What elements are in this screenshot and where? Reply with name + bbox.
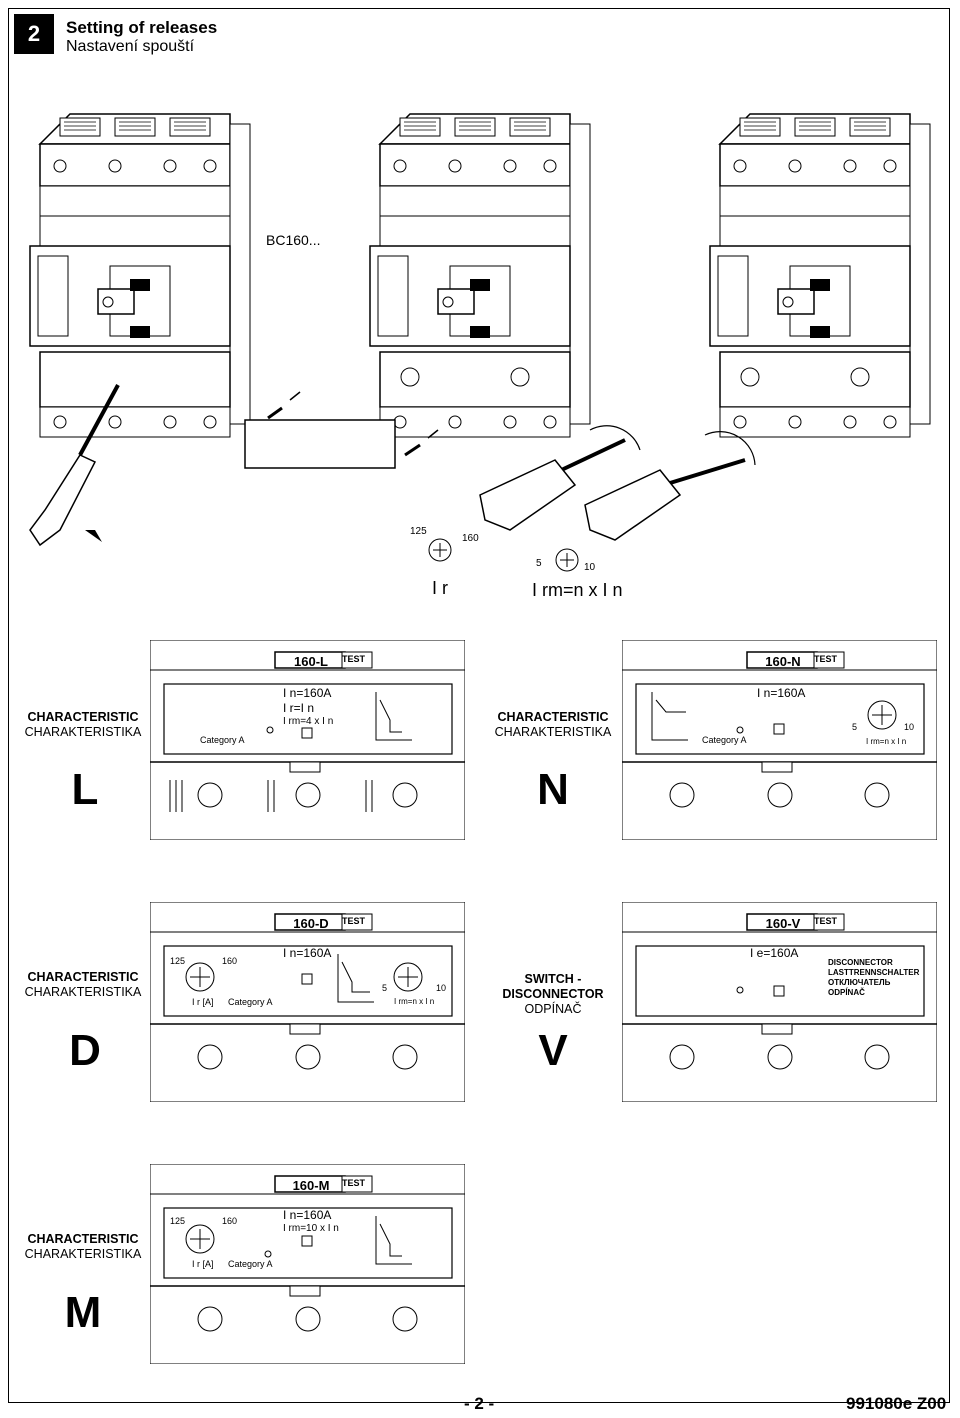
characteristic-en-M: CHARACTERISTIC: [27, 1232, 139, 1246]
test-label-M: TEST: [342, 1178, 366, 1188]
n-dial-low: 5: [852, 722, 858, 732]
test-label-L: TEST: [342, 654, 366, 664]
irm-formula: I rm=n x I n: [532, 580, 623, 600]
irm-M: I rm=10 x I n: [283, 1223, 339, 1234]
panel-160-D: [150, 902, 465, 1102]
characteristic-cz-D: CHARAKTERISTIKA: [24, 985, 142, 999]
d-ir-high: 160: [222, 956, 238, 966]
breaker-illustration: [29, 113, 931, 572]
d-ir-unit: I r [A]: [192, 997, 214, 1007]
disc-line-2: LASTTRENNSCHALTER: [828, 968, 920, 977]
n-dial-high: 10: [904, 722, 915, 732]
category-N: Category A: [702, 735, 747, 745]
code-160-L: 160-L: [294, 654, 328, 669]
panel-160-M: [150, 1164, 465, 1364]
characteristic-en-D: CHARACTERISTIC: [27, 970, 139, 984]
d-irm-high: 10: [436, 983, 447, 993]
panel-160-V: [622, 902, 937, 1102]
model-label: BC160...: [266, 232, 321, 248]
d-irm-formula: I rm=n x I n: [394, 997, 435, 1006]
m-ir-high: 160: [222, 1216, 238, 1226]
letter-V: V: [538, 1026, 568, 1075]
category-D: Category A: [228, 997, 273, 1007]
letter-M: M: [64, 1288, 102, 1337]
characteristic-cz-M: CHARAKTERISTIKA: [24, 1247, 142, 1261]
characteristic-en-L: CHARACTERISTIC: [27, 710, 139, 724]
m-ir-unit: I r [A]: [192, 1259, 214, 1269]
disc-line-1: DISCONNECTOR: [828, 958, 893, 967]
characteristic-cz-L: CHARAKTERISTIKA: [24, 725, 142, 739]
document-code: 991080e Z00: [846, 1394, 947, 1413]
letter-D: D: [69, 1026, 101, 1075]
m-ir-low: 125: [170, 1216, 186, 1226]
in-D: I n=160A: [283, 946, 332, 960]
test-label-V: TEST: [814, 916, 838, 926]
letter-L: L: [71, 765, 99, 814]
category-M: Category A: [228, 1259, 273, 1269]
switch-en2: DISCONNECTOR: [502, 987, 604, 1001]
in-N: I n=160A: [757, 686, 806, 700]
step-number: 2: [14, 14, 54, 54]
in-M: I n=160A: [283, 1208, 332, 1222]
section-title-cz: Nastavení spouští: [66, 38, 195, 55]
characteristic-cz-N: CHARAKTERISTIKA: [494, 725, 612, 739]
disc-line-4: ODPÍNAČ: [828, 988, 865, 997]
n-dial-formula: I rm=n x I n: [866, 737, 907, 746]
ir-symbol: I r: [432, 578, 448, 598]
code-160-M: 160-M: [292, 1178, 330, 1193]
ir-L: I r=I n: [283, 701, 315, 715]
ir-dial-low: 125: [410, 526, 427, 537]
ir-dial-high: 160: [462, 533, 479, 544]
disc-line-3: ОТКЛЮЧАТЕЛЬ: [828, 978, 891, 987]
d-ir-low: 125: [170, 956, 186, 966]
test-label-D: TEST: [342, 916, 366, 926]
irm-dial-low: 5: [536, 558, 542, 569]
code-160-D: 160-D: [293, 916, 329, 931]
category-L: Category A: [200, 735, 245, 745]
switch-cz: ODPÍNAČ: [524, 1002, 582, 1016]
in-L: I n=160A: [283, 686, 332, 700]
code-160-V: 160-V: [765, 916, 801, 931]
panel-160-N: [622, 640, 937, 840]
irm-dial-high: 10: [584, 562, 596, 573]
page-frame: [8, 8, 950, 1403]
page-number: - 2 -: [464, 1394, 495, 1413]
panel-160-L: [150, 640, 465, 840]
irm-L: I rm=4 x I n: [283, 716, 334, 727]
test-label-N: TEST: [814, 654, 838, 664]
section-title-en: Setting of releases: [66, 18, 218, 37]
letter-N: N: [537, 765, 569, 814]
ie-V: I e=160A: [750, 946, 799, 960]
code-160-N: 160-N: [765, 654, 801, 669]
characteristic-en-N: CHARACTERISTIC: [497, 710, 609, 724]
switch-en: SWITCH -: [524, 972, 582, 986]
d-irm-low: 5: [382, 983, 388, 993]
